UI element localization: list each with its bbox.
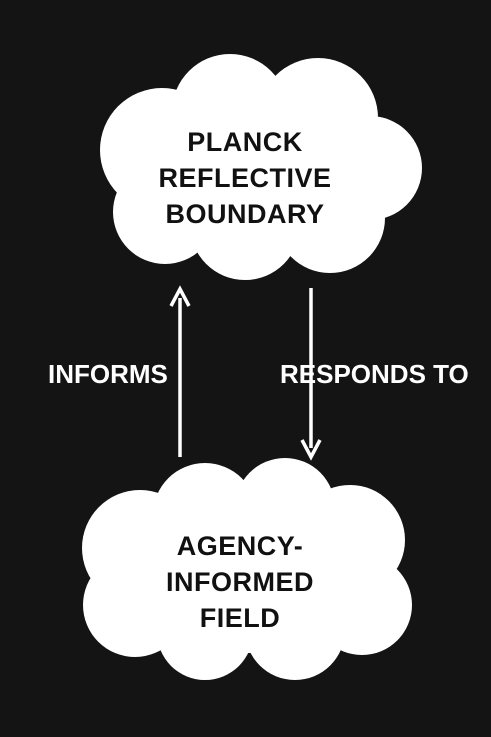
edge-label-responds-to: RESPONDS TO — [280, 359, 469, 389]
edge-label-informs: INFORMS — [48, 359, 168, 389]
arrow-responds-head — [300, 439, 322, 461]
cloud-node-bottom — [82, 458, 412, 680]
node-top-line-3: BOUNDARY — [165, 199, 325, 229]
node-bottom-line-3: FIELD — [199, 603, 281, 633]
node-bottom-line-2: INFORMED — [166, 567, 314, 597]
node-label-agency-informed-field: AGENCY- INFORMED FIELD — [90, 528, 390, 636]
node-top-line-1: PLANCK — [187, 127, 303, 157]
cloud-node-top — [100, 54, 422, 280]
arrow-responds-down — [300, 288, 322, 461]
node-top-line-2: REFLECTIVE — [158, 163, 332, 193]
arrow-informs-up — [169, 285, 191, 457]
node-label-planck-reflective-boundary: PLANCK REFLECTIVE BOUNDARY — [110, 124, 380, 232]
arrow-informs-head — [169, 285, 191, 307]
node-bottom-line-1: AGENCY- — [176, 531, 304, 561]
